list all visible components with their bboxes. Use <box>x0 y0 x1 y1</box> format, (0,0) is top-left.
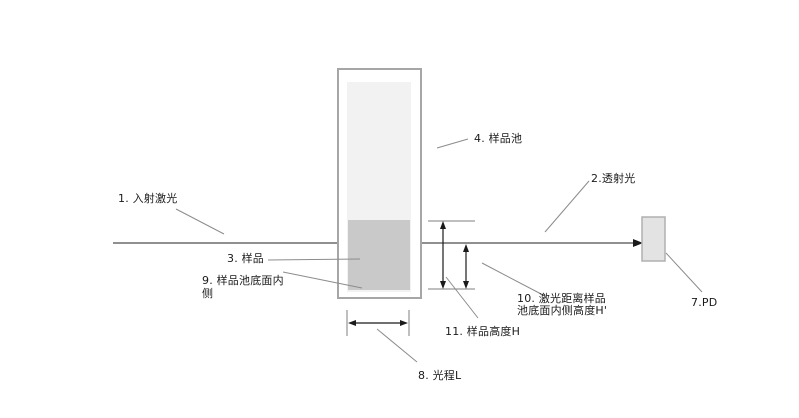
arrow-down-icon <box>463 281 469 289</box>
laser-height-leader-line <box>481 262 544 296</box>
cell-bottom-inner-label: 9. 样品池底面内 侧 <box>202 274 284 300</box>
laser-height-dimension-arrow <box>463 244 469 289</box>
arrow-right-icon <box>400 320 408 326</box>
sample-liquid <box>348 220 410 290</box>
transmitted-light-leader-line <box>544 180 590 233</box>
optical-path-dimension-arrow <box>346 310 410 336</box>
sample-cell-label: 4. 样品池 <box>474 132 523 145</box>
arrow-down-icon <box>440 281 446 289</box>
sample-label: 3. 样品 <box>227 252 264 265</box>
laser-height-label-line1: 10. 激光距离样品 <box>517 292 606 305</box>
cell-bottom-inner-label-line1: 9. 样品池底面内 <box>202 274 284 287</box>
incident-laser-label: 1. 入射激光 <box>118 192 178 205</box>
sample-height-dimension-arrow <box>440 221 446 289</box>
optical-path-leader-line <box>376 328 418 363</box>
pd-leader-line <box>665 252 703 293</box>
sample-leader-line <box>267 258 361 261</box>
sample-cell-leader-line <box>436 138 469 149</box>
beam-arrowhead-icon <box>633 239 643 247</box>
photodetector <box>641 216 666 262</box>
transmitted-light-label: 2.透射光 <box>591 172 636 185</box>
arrow-up-icon <box>440 221 446 229</box>
optical-path-label: 8. 光程L <box>418 369 462 382</box>
cell-bottom-inner-label-line2: 侧 <box>202 287 214 300</box>
arrow-up-icon <box>463 244 469 252</box>
cell-bottom-inner-leader-line <box>282 271 363 289</box>
arrow-left-icon <box>348 320 356 326</box>
laser-height-label-line2: 池底面内侧高度H' <box>517 304 608 317</box>
laser-height-label: 10. 激光距离样品 池底面内侧高度H' <box>517 293 607 317</box>
sample-height-leader-line <box>445 276 479 319</box>
sample-height-label: 11. 样品高度H <box>445 325 521 338</box>
pd-label: 7.PD <box>691 296 718 309</box>
incident-laser-leader-line <box>175 208 225 235</box>
